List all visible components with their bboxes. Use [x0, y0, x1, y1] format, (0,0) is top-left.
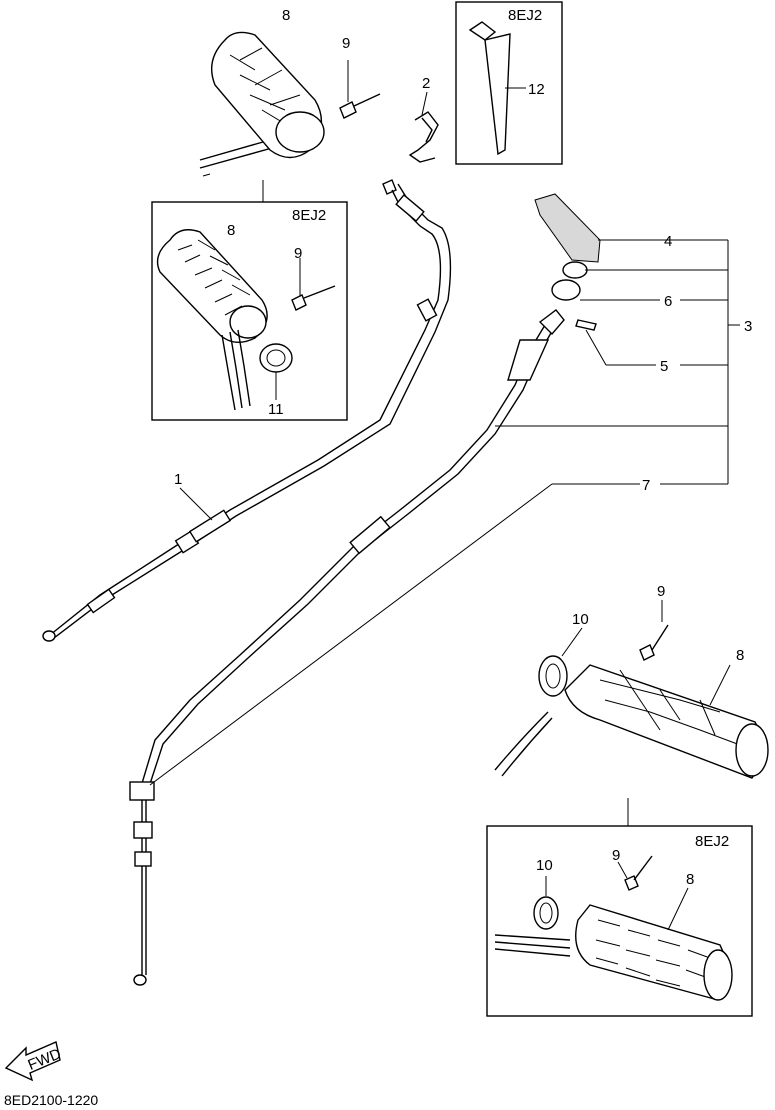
callout-8-left-box: 8: [227, 222, 235, 239]
callout-9-left-box: 9: [294, 245, 302, 262]
cable-1: [42, 179, 452, 642]
callout-12: 12: [528, 81, 545, 98]
strap-12: [468, 21, 526, 156]
variant-label-top-right: 8EJ2: [508, 7, 542, 24]
callout-2: 2: [422, 75, 430, 92]
callout-4: 4: [664, 233, 672, 250]
fwd-arrow: FWD: [4, 1041, 64, 1082]
fwd-label: FWD: [26, 1045, 64, 1074]
callout-8-right: 8: [736, 647, 744, 664]
callout-11: 11: [268, 401, 284, 418]
callout-6: 6: [664, 293, 672, 310]
callout-10-right-box: 10: [536, 857, 553, 874]
variant-box-top-right: [455, 1, 563, 165]
left-grip-top: [199, 31, 325, 177]
clip-2: [408, 91, 439, 163]
callout-7: 7: [642, 477, 650, 494]
callout-9-right-box: 9: [612, 847, 620, 864]
right-grip: [494, 600, 769, 779]
bolt-9-top: [339, 60, 381, 119]
right-grip-variant: [494, 855, 733, 1001]
callout-8-top: 8: [282, 7, 290, 24]
assembly-3: [534, 193, 740, 485]
callout-1: 1: [174, 471, 182, 488]
callout-9-top: 9: [342, 35, 350, 52]
callout-5: 5: [660, 358, 668, 375]
drawing-code: 8ED2100-1220: [4, 1092, 99, 1108]
callout-3: 3: [744, 318, 752, 335]
callout-8-right-box: 8: [686, 871, 694, 888]
left-grip-variant: [156, 229, 336, 411]
callout-10-right: 10: [572, 611, 589, 628]
callout-9-right: 9: [657, 583, 665, 600]
variant-label-bottom-right: 8EJ2: [695, 833, 729, 850]
variant-label-left: 8EJ2: [292, 207, 326, 224]
cable-7: [129, 309, 728, 986]
